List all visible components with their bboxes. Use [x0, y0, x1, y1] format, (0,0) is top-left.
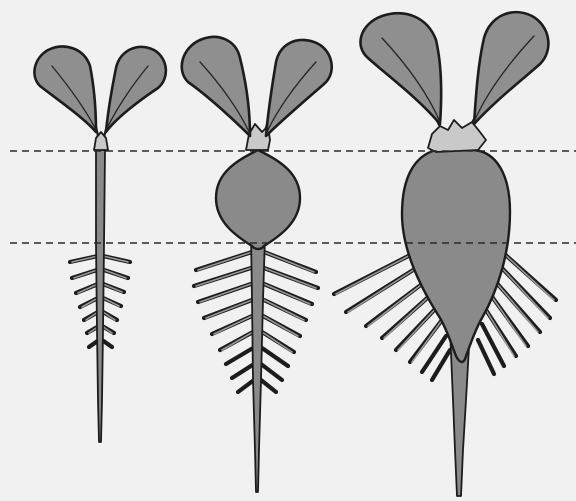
root-growth-diagram — [0, 0, 576, 501]
